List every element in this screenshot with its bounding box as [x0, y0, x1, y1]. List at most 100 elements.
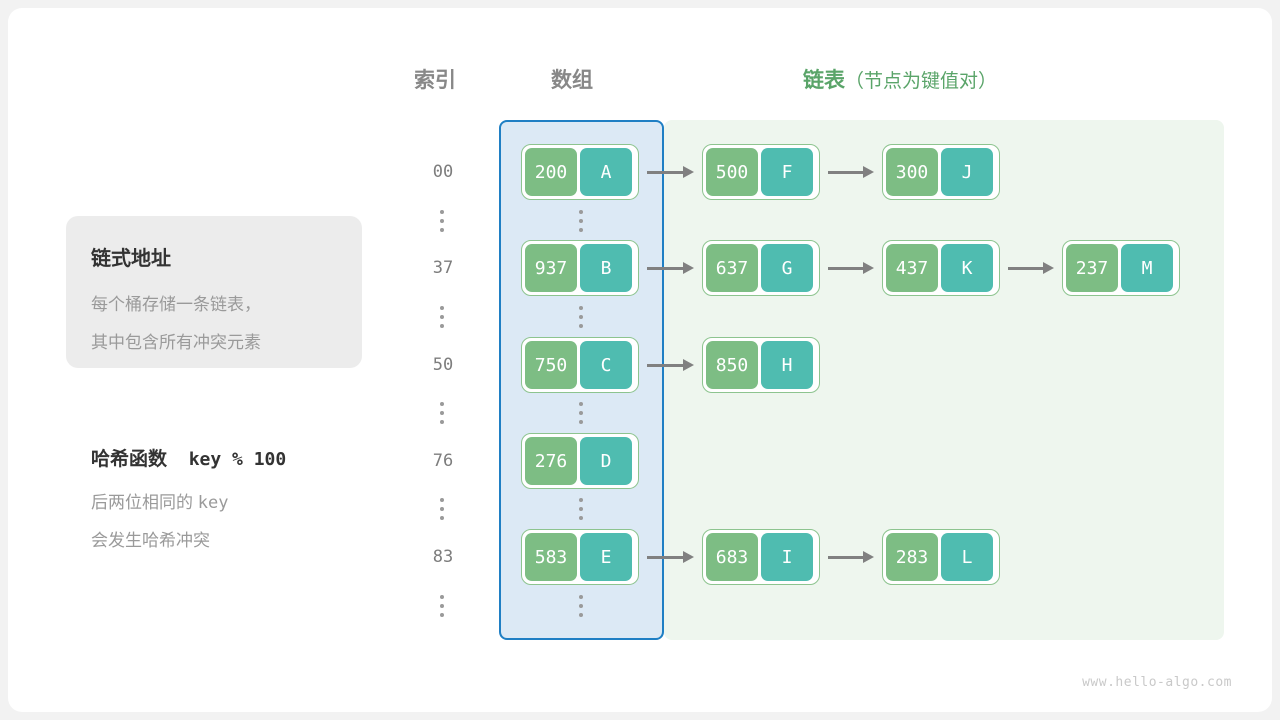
array-ellipsis	[579, 595, 583, 617]
next-pointer-arrow	[647, 262, 694, 274]
node-key: 500	[706, 148, 758, 196]
ellipsis-dot-icon	[440, 402, 444, 406]
arrow-shaft	[647, 555, 683, 559]
info-card	[66, 216, 362, 368]
arrow-head-icon	[683, 262, 694, 274]
next-pointer-arrow	[647, 166, 694, 178]
ellipsis-dot-icon	[440, 507, 444, 511]
ellipsis-dot-icon	[579, 498, 583, 502]
ellipsis-dot-icon	[579, 420, 583, 424]
index-ellipsis	[440, 498, 444, 520]
node-value: M	[1121, 244, 1173, 292]
next-pointer-arrow	[828, 166, 874, 178]
hash-note-line-1-text: 后两位相同的	[91, 493, 193, 512]
node-value: L	[941, 533, 993, 581]
node-key: 200	[525, 148, 577, 196]
node-key: 750	[525, 341, 577, 389]
diagram-canvas: 索引 数组 链表（节点为键值对） 链式地址 每个桶存储一条链表， 其中包含所有冲…	[8, 8, 1272, 712]
ellipsis-dot-icon	[579, 306, 583, 310]
info-card-line-1: 每个桶存储一条链表，	[91, 295, 261, 314]
arrow-head-icon	[683, 551, 694, 563]
index-label: 37	[432, 258, 454, 278]
ellipsis-dot-icon	[579, 411, 583, 415]
arrow-shaft	[1008, 266, 1043, 270]
node-value: F	[761, 148, 813, 196]
next-pointer-arrow	[1008, 262, 1054, 274]
watermark: www.hello-algo.com	[1082, 675, 1232, 690]
arrow-shaft	[647, 170, 683, 174]
info-card-line-2: 其中包含所有冲突元素	[91, 333, 261, 352]
next-pointer-arrow	[828, 551, 874, 563]
index-label: 50	[432, 355, 454, 375]
hash-function-title: 哈希函数 key % 100	[91, 444, 286, 471]
index-label: 76	[432, 451, 454, 471]
arrow-head-icon	[1043, 262, 1054, 274]
ellipsis-dot-icon	[579, 324, 583, 328]
ellipsis-dot-icon	[579, 228, 583, 232]
node-key: 276	[525, 437, 577, 485]
node-value: H	[761, 341, 813, 389]
arrow-shaft	[647, 266, 683, 270]
ellipsis-dot-icon	[440, 210, 444, 214]
node-value: A	[580, 148, 632, 196]
hash-function-label: 哈希函数	[91, 449, 168, 470]
next-pointer-arrow	[828, 262, 874, 274]
next-pointer-arrow	[647, 359, 694, 371]
arrow-shaft	[828, 266, 863, 270]
ellipsis-dot-icon	[579, 402, 583, 406]
node-value: I	[761, 533, 813, 581]
node-value: C	[580, 341, 632, 389]
array-ellipsis	[579, 402, 583, 424]
ellipsis-dot-icon	[440, 324, 444, 328]
hash-note-line-1-key: key	[197, 493, 229, 513]
linkedlist-heading-main: 链表	[803, 69, 845, 92]
ellipsis-dot-icon	[579, 595, 583, 599]
node-key: 300	[886, 148, 938, 196]
ellipsis-dot-icon	[579, 315, 583, 319]
arrow-shaft	[828, 555, 863, 559]
column-heading-array: 数组	[551, 69, 593, 92]
node-key: 583	[525, 533, 577, 581]
array-ellipsis	[579, 498, 583, 520]
ellipsis-dot-icon	[440, 498, 444, 502]
array-ellipsis	[579, 210, 583, 232]
ellipsis-dot-icon	[440, 306, 444, 310]
ellipsis-dot-icon	[579, 219, 583, 223]
hash-function-expression: key % 100	[188, 449, 287, 470]
ellipsis-dot-icon	[579, 516, 583, 520]
ellipsis-dot-icon	[579, 613, 583, 617]
node-key: 437	[886, 244, 938, 292]
arrow-head-icon	[863, 166, 874, 178]
ellipsis-dot-icon	[440, 228, 444, 232]
ellipsis-dot-icon	[440, 516, 444, 520]
arrow-shaft	[647, 363, 683, 367]
array-ellipsis	[579, 306, 583, 328]
ellipsis-dot-icon	[440, 420, 444, 424]
node-key: 237	[1066, 244, 1118, 292]
ellipsis-dot-icon	[440, 595, 444, 599]
next-pointer-arrow	[647, 551, 694, 563]
node-value: G	[761, 244, 813, 292]
ellipsis-dot-icon	[440, 411, 444, 415]
column-heading-linkedlist: 链表（节点为键值对）	[803, 64, 997, 94]
arrow-head-icon	[863, 262, 874, 274]
node-key: 850	[706, 341, 758, 389]
column-heading-index: 索引	[414, 69, 456, 92]
ellipsis-dot-icon	[440, 604, 444, 608]
ellipsis-dot-icon	[440, 219, 444, 223]
node-value: E	[580, 533, 632, 581]
node-key: 283	[886, 533, 938, 581]
ellipsis-dot-icon	[579, 210, 583, 214]
linkedlist-heading-sub: （节点为键值对）	[845, 71, 998, 92]
node-value: D	[580, 437, 632, 485]
